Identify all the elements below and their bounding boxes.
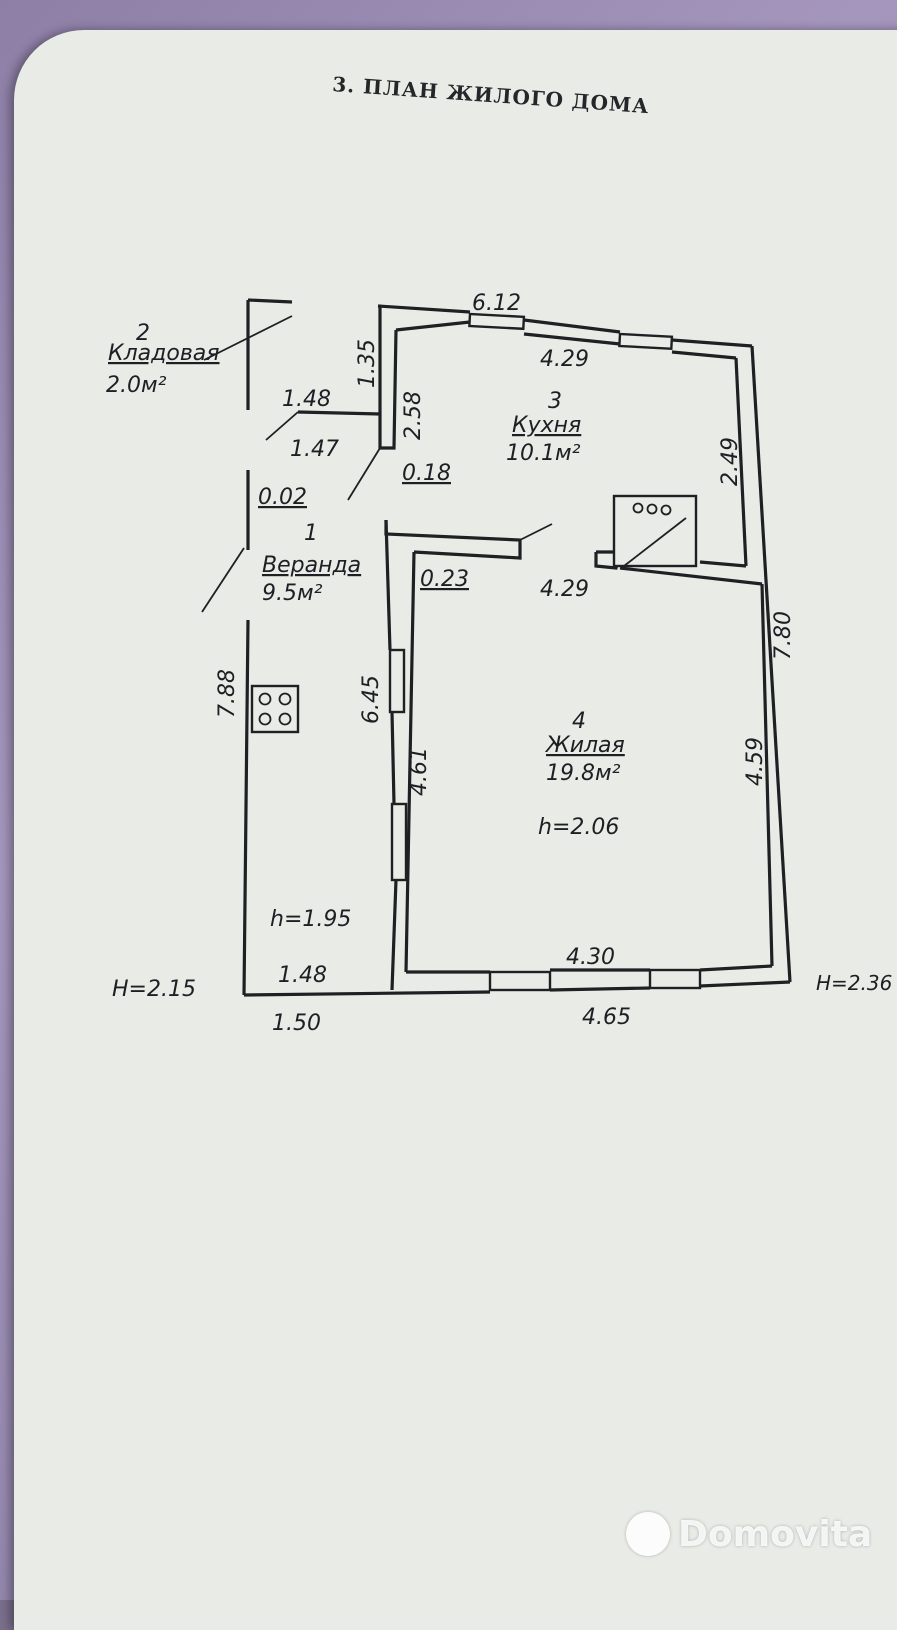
- kitchen-right-inner-wall: [734, 357, 748, 567]
- veranda-living-partition: [384, 519, 392, 651]
- kitchen-bottom-wall: [619, 566, 763, 586]
- kitchen-top-inner-wall-2: [523, 332, 621, 346]
- kitchen-room-number: 3: [548, 389, 562, 414]
- veranda-room-name: Веранда: [262, 553, 361, 578]
- storage-kitchen-partition: [378, 306, 398, 450]
- bottom-outer-wall-right: [699, 980, 791, 988]
- living-door-swing: [519, 523, 553, 541]
- dim-kitchen-bottom: 4.29: [540, 577, 589, 602]
- dim-kitchen-right: 2.49: [718, 437, 743, 486]
- dim-partition-height: 6.45: [359, 675, 384, 724]
- stove-diagonal: [623, 517, 687, 567]
- dim-storage-wall-vertical: 1.35: [355, 339, 380, 388]
- veranda-stove-burner-1: [258, 692, 272, 706]
- living-left-window-2: [390, 802, 408, 882]
- veranda-stove-icon: [250, 684, 300, 734]
- height-outer-right: H=2.36: [816, 971, 892, 995]
- living-bottom-inner-wall-3: [699, 964, 773, 972]
- dim-right-outer: 7.80: [771, 611, 796, 660]
- storage-room-name: Кладовая: [108, 341, 220, 366]
- dim-wall-018: 0.18: [402, 461, 451, 486]
- kitchen-top-inner-wall-3: [671, 350, 737, 360]
- right-outer-wall: [750, 345, 792, 983]
- dim-top-outer: 6.12: [472, 291, 521, 316]
- bottom-window-2: [648, 968, 702, 990]
- kitchen-living-partition: [384, 520, 522, 560]
- dim-storage-depth: 1.47: [290, 437, 339, 462]
- bottom-outer-wall-mid: [549, 986, 651, 992]
- living-right-inner-wall: [760, 583, 774, 967]
- dim-left-outer: 7.88: [215, 669, 240, 718]
- height-veranda: h=1.95: [270, 907, 351, 932]
- stove-burner-2: [646, 503, 658, 515]
- dim-living-bottom-inner: 4.30: [566, 945, 615, 970]
- height-outer-left: H=2.15: [112, 977, 196, 1002]
- dim-bottom-outer-left: 1.50: [272, 1011, 321, 1036]
- veranda-door-swing: [201, 547, 245, 613]
- veranda-stove-burner-2: [278, 692, 292, 706]
- living-room-area: 19.8м²: [546, 761, 621, 786]
- dim-storage-width: 1.48: [282, 387, 331, 412]
- veranda-stove-burner-3: [258, 712, 272, 726]
- veranda-room-number: 1: [304, 521, 318, 546]
- top-outer-wall: [377, 304, 471, 314]
- top-outer-wall-right: [671, 338, 753, 348]
- top-outer-wall-mid: [523, 318, 621, 334]
- dim-bottom-outer-right: 4.65: [582, 1005, 631, 1030]
- domovita-logo-icon: [626, 1512, 670, 1556]
- storage-partition-diagonal: [265, 411, 299, 441]
- left-outer-wall-lower: [242, 619, 250, 996]
- living-room-name: Жилая: [544, 733, 625, 758]
- bottom-outer-wall: [243, 990, 491, 997]
- storage-inner-wall: [297, 410, 381, 416]
- dim-kitchen-left: 2.58: [401, 391, 426, 440]
- paper-sheet: [14, 30, 897, 1630]
- kitchen-room-name: Кухня: [512, 413, 581, 438]
- veranda-room-area: 9.5м²: [262, 581, 323, 606]
- veranda-living-partition-3: [390, 879, 398, 991]
- storage-door-swing: [203, 315, 293, 361]
- dim-wall-023: 0.23: [420, 567, 469, 592]
- dim-veranda-bottom-inner: 1.48: [278, 963, 327, 988]
- dim-kitchen-top: 4.29: [540, 347, 589, 372]
- kitchen-door-swing: [347, 447, 381, 501]
- kitchen-top-inner-wall: [395, 320, 471, 332]
- stove-icon: [612, 494, 698, 568]
- kitchen-bottom-right: [699, 560, 747, 568]
- veranda-living-partition-2: [390, 711, 396, 805]
- dim-living-right: 4.59: [743, 737, 768, 786]
- watermark: Domovita: [626, 1510, 872, 1558]
- living-room-number: 4: [572, 709, 586, 734]
- storage-room-area: 2.0м²: [106, 373, 167, 398]
- living-left-window-1: [388, 648, 406, 714]
- storage-room-number: 2: [136, 321, 150, 346]
- dim-wall-002: 0.02: [258, 485, 307, 510]
- stove-burner-1: [632, 502, 644, 514]
- bottom-window-1: [488, 970, 552, 992]
- veranda-stove-burner-4: [278, 712, 292, 726]
- dim-living-left: 4.61: [407, 747, 432, 796]
- top-window-1: [468, 312, 526, 331]
- kitchen-room-area: 10.1м²: [506, 441, 581, 466]
- stove-partition: [594, 550, 623, 570]
- page-title: 3. ПЛАН ЖИЛОГО ДОМА: [332, 72, 651, 118]
- stove-burner-3: [660, 504, 672, 516]
- living-left-inner-wall: [404, 551, 416, 973]
- watermark-text: Domovita: [678, 1513, 873, 1555]
- top-window-2: [618, 332, 674, 350]
- top-outer-wall-left: [247, 298, 293, 304]
- height-living: h=2.06: [538, 815, 619, 840]
